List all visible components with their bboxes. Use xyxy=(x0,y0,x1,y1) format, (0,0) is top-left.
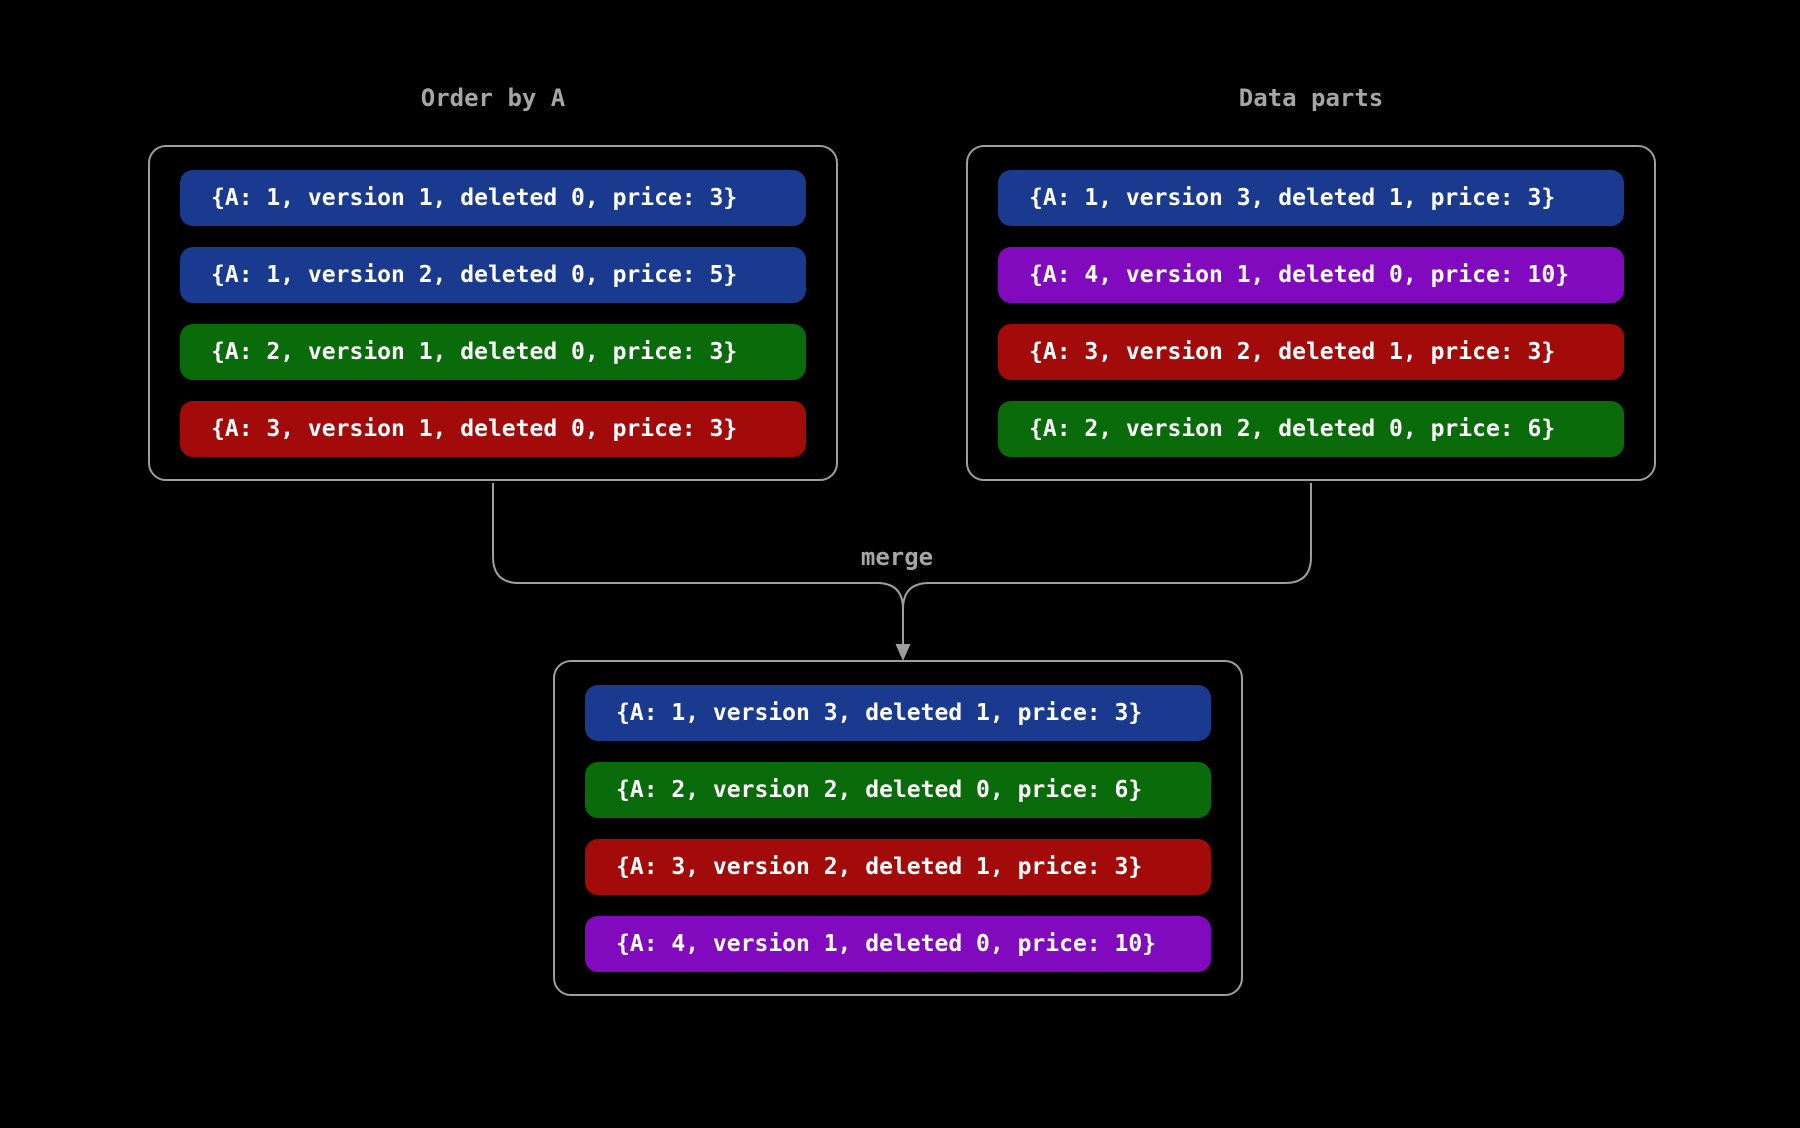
data-row: {A: 1, version 3, deleted 1, price: 3} xyxy=(585,684,1211,741)
merge-result-panel: {A: 1, version 3, deleted 1, price: 3} {A… xyxy=(553,660,1243,996)
data-row: {A: 3, version 2, deleted 1, price: 3} xyxy=(585,838,1211,895)
data-row: {A: 1, version 3, deleted 1, price: 3} xyxy=(998,169,1624,226)
data-parts-panel: {A: 1, version 3, deleted 1, price: 3} {A… xyxy=(966,145,1656,481)
left-panel-title: Order by A xyxy=(420,84,566,112)
right-connector-line xyxy=(902,483,1312,610)
arrow-down-icon xyxy=(895,644,911,661)
data-row: {A: 2, version 1, deleted 0, price: 3} xyxy=(180,323,806,380)
merge-label: merge xyxy=(860,543,934,571)
data-row: {A: 2, version 2, deleted 0, price: 6} xyxy=(585,761,1211,818)
right-panel-title: Data parts xyxy=(1238,84,1384,112)
left-connector-line xyxy=(492,483,904,648)
data-row: {A: 2, version 2, deleted 0, price: 6} xyxy=(998,400,1624,457)
data-row: {A: 4, version 1, deleted 0, price: 10} xyxy=(998,246,1624,303)
data-row: {A: 1, version 1, deleted 0, price: 3} xyxy=(180,169,806,226)
data-row: {A: 3, version 1, deleted 0, price: 3} xyxy=(180,400,806,457)
data-row: {A: 3, version 2, deleted 1, price: 3} xyxy=(998,323,1624,380)
order-by-a-panel: {A: 1, version 1, deleted 0, price: 3} {A… xyxy=(148,145,838,481)
data-row: {A: 4, version 1, deleted 0, price: 10} xyxy=(585,915,1211,972)
data-row: {A: 1, version 2, deleted 0, price: 5} xyxy=(180,246,806,303)
